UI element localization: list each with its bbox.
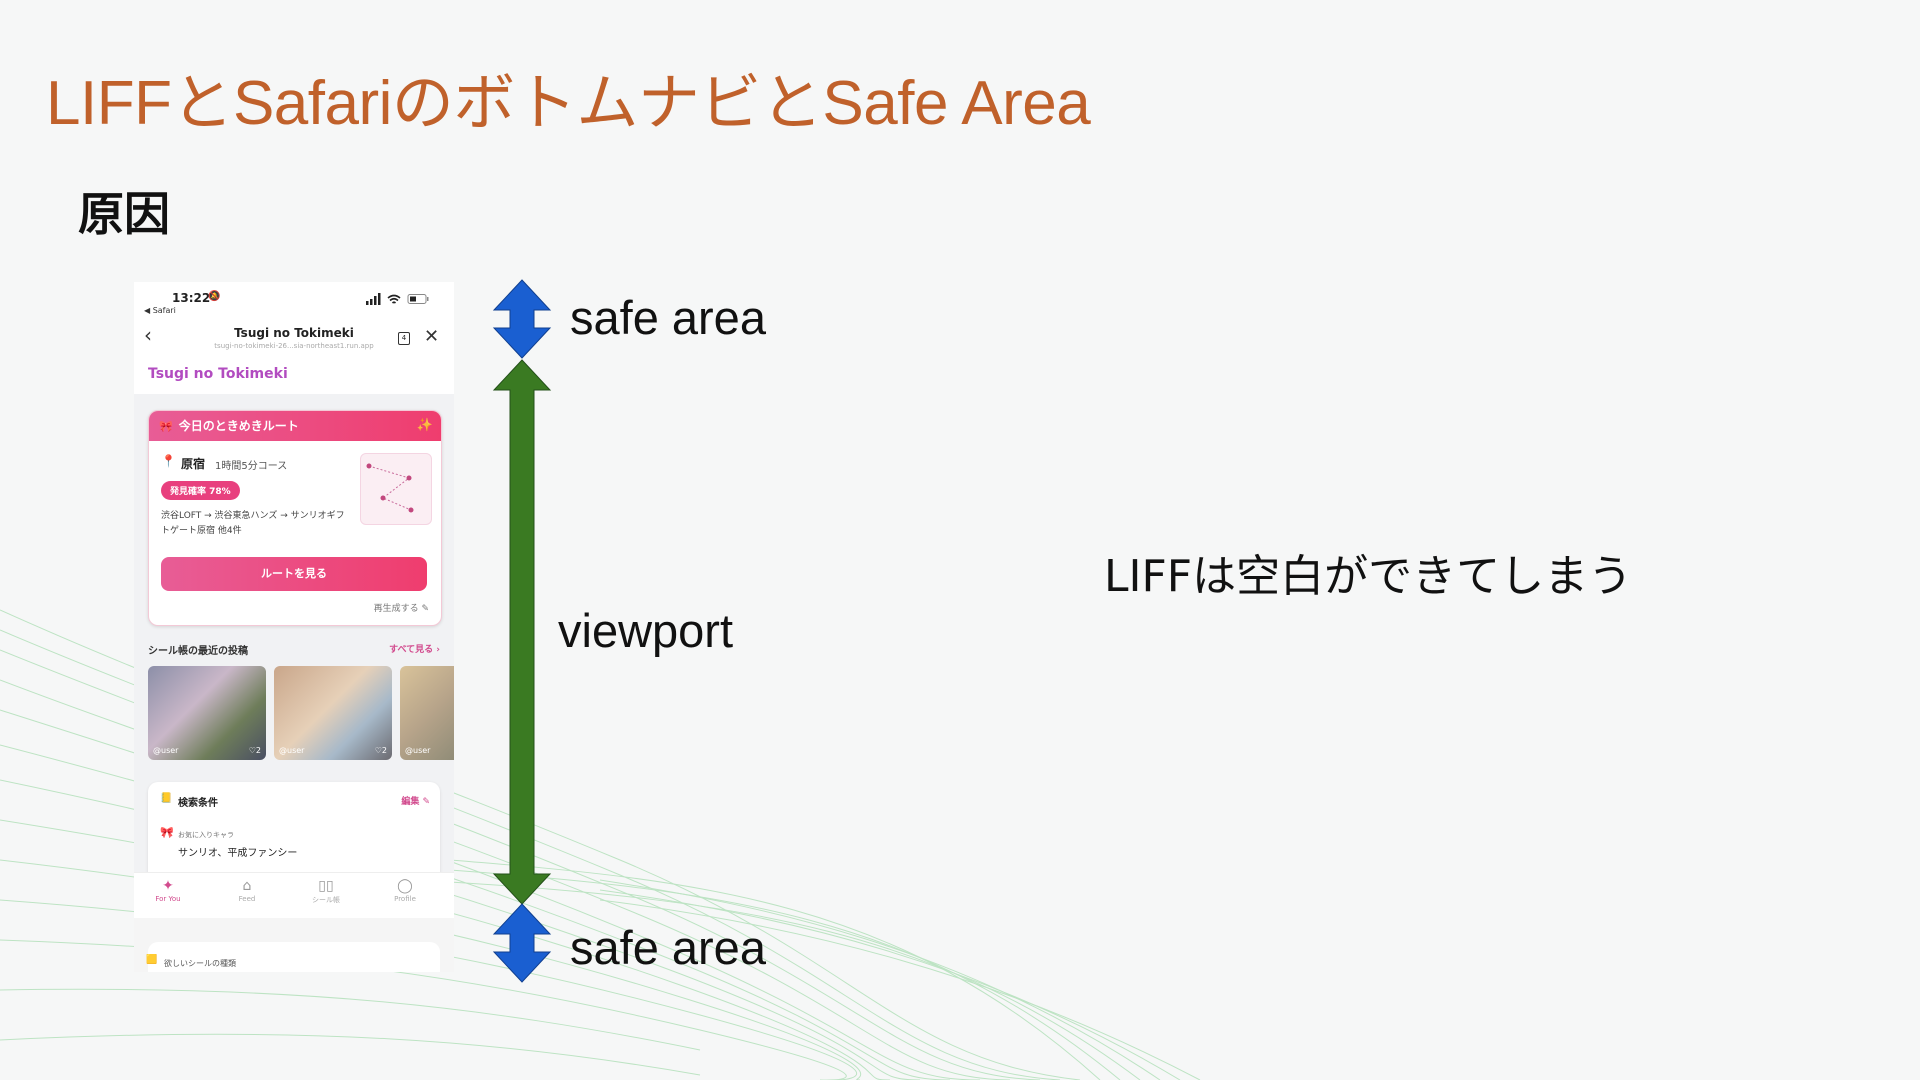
status-bar: 13:22 🔕 ◀ Safari — [134, 282, 454, 318]
route-map-thumbnail[interactable] — [360, 453, 432, 525]
probability-badge: 発見確率 78% — [161, 481, 240, 500]
post-thumbnail[interactable]: @user — [400, 666, 454, 760]
status-icons — [366, 293, 429, 305]
post-likes: ♡2 — [374, 746, 387, 755]
section-heading: 原因 — [78, 187, 170, 241]
route-card-header: 🎀 今日のときめきルート ✨ — [149, 411, 441, 441]
route-duration: 1時間5分コース — [215, 461, 288, 472]
safe-area-bottom-label: safe area — [570, 921, 766, 974]
post-likes: ♡2 — [248, 746, 261, 755]
share-tabs-icon[interactable]: 4 — [398, 332, 410, 345]
tab-label: Profile — [394, 895, 416, 903]
tab-profile[interactable]: ◯ Profile — [375, 877, 435, 903]
back-to-safari-link[interactable]: ◀ Safari — [144, 306, 176, 315]
tab-label: Feed — [238, 895, 256, 903]
post-user: @user — [405, 746, 431, 755]
bell-slash-icon: 🔕 — [208, 291, 221, 302]
note-icon: 📒 — [160, 793, 173, 804]
tab-for-you[interactable]: ✦ For You — [138, 877, 198, 903]
posts-heading: シール帳の最近の投稿 — [148, 646, 248, 657]
favorite-character-value: サンリオ、平成ファンシー — [178, 848, 298, 859]
book-icon: ▯▯ — [318, 878, 334, 894]
regenerate-link[interactable]: 再生成する ✎ — [373, 604, 429, 614]
search-title: 検索条件 — [178, 798, 218, 809]
route-place: 原宿 — [181, 457, 206, 471]
safe-area-top-label: safe area — [570, 291, 766, 344]
tab-label: シール帳 — [312, 896, 340, 904]
viewport-label: viewport — [558, 604, 734, 657]
pin-icon: 📍 — [161, 454, 176, 468]
sparkle-icon: ✨ — [416, 418, 433, 433]
tab-sticker-book[interactable]: ▯▯ シール帳 — [296, 877, 356, 905]
sparkle-icon: ✦ — [162, 878, 174, 894]
status-time: 13:22 — [172, 291, 211, 305]
route-header-icon: 🎀 — [159, 420, 173, 433]
post-thumbnail[interactable]: @user ♡2 — [148, 666, 266, 760]
see-all-link[interactable]: すべて見る › — [389, 645, 440, 655]
close-icon[interactable]: ✕ — [424, 326, 440, 347]
app-header — [134, 366, 454, 394]
route-stops: 渋谷LOFT → 渋谷東急ハンズ → サンリオギフトゲート原宿 他4件 — [161, 511, 345, 536]
slide-title: LIFFとSafariのボトムナビとSafe Area — [46, 69, 1091, 138]
battery-icon — [407, 294, 429, 304]
post-thumbnail[interactable]: @user ♡2 — [274, 666, 392, 760]
person-icon: ◯ — [397, 878, 413, 894]
tab-feed[interactable]: ⌂ Feed — [217, 877, 277, 903]
post-user: @user — [153, 746, 179, 755]
viewport-arrow — [492, 359, 552, 905]
route-card: 🎀 今日のときめきルート ✨ 📍 原宿 1時間5分コース 発見確率 78% 渋谷L… — [148, 410, 442, 626]
safe-area-top-arrow — [492, 279, 552, 359]
page-url: tsugi-no-tokimeki-26...sia-northeast1.ru… — [214, 342, 374, 350]
route-card-title: 今日のときめきルート — [178, 419, 299, 433]
app-brand[interactable]: Tsugi no Tokimeki — [148, 366, 288, 382]
liff-note: LIFFは空白ができてしまう — [1104, 551, 1633, 602]
phone-screenshot: 13:22 🔕 ◀ Safari ‹ Tsugi no Tokimeki tsu… — [134, 282, 454, 972]
chevron-left-icon[interactable]: ‹ — [144, 323, 152, 347]
wish-label: 欲しいシールの種類 — [164, 959, 236, 968]
bow-icon: 🎀 — [160, 826, 174, 839]
favorite-character-label: お気に入りキャラ — [178, 831, 234, 839]
page-name: Tsugi no Tokimeki — [234, 326, 354, 340]
wifi-icon — [387, 294, 401, 304]
wish-card — [148, 942, 440, 972]
sticker-icon: 🟨 — [146, 955, 158, 965]
liff-browser-header: ‹ Tsugi no Tokimeki tsugi-no-tokimeki-26… — [134, 318, 454, 366]
tab-label: For You — [155, 895, 181, 903]
home-icon: ⌂ — [242, 878, 252, 894]
bottom-nav: ✦ For You ⌂ Feed ▯▯ シール帳 ◯ Profile — [134, 872, 454, 919]
view-route-button[interactable]: ルートを見る — [161, 557, 427, 591]
post-user: @user — [279, 746, 305, 755]
safe-area-bottom-arrow — [492, 903, 552, 983]
edit-link[interactable]: 編集 ✎ — [401, 797, 430, 807]
area-arrows — [492, 279, 552, 983]
signal-icon — [366, 293, 381, 305]
